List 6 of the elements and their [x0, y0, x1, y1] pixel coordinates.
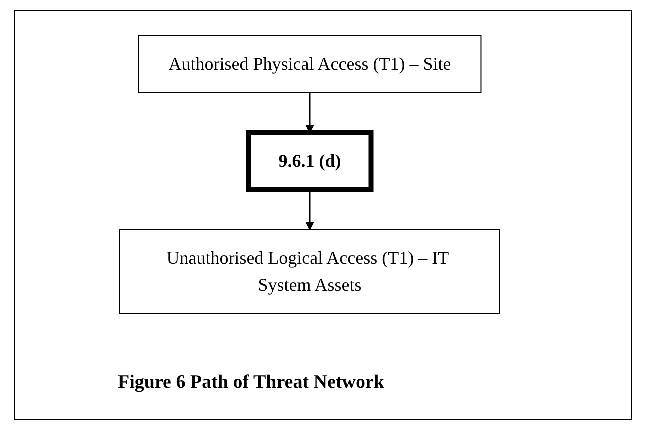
- node-box: Unauthorised Logical Access (T1) – IT System Assets: [120, 230, 500, 314]
- figure-caption: Figure 6 Path of Threat Network: [118, 372, 385, 394]
- arrow: [306, 190, 314, 230]
- arrow: [306, 93, 314, 134]
- node-box: Authorised Physical Access (T1) – Site: [138, 36, 482, 94]
- node-box: 9.6.1 (d): [246, 130, 374, 192]
